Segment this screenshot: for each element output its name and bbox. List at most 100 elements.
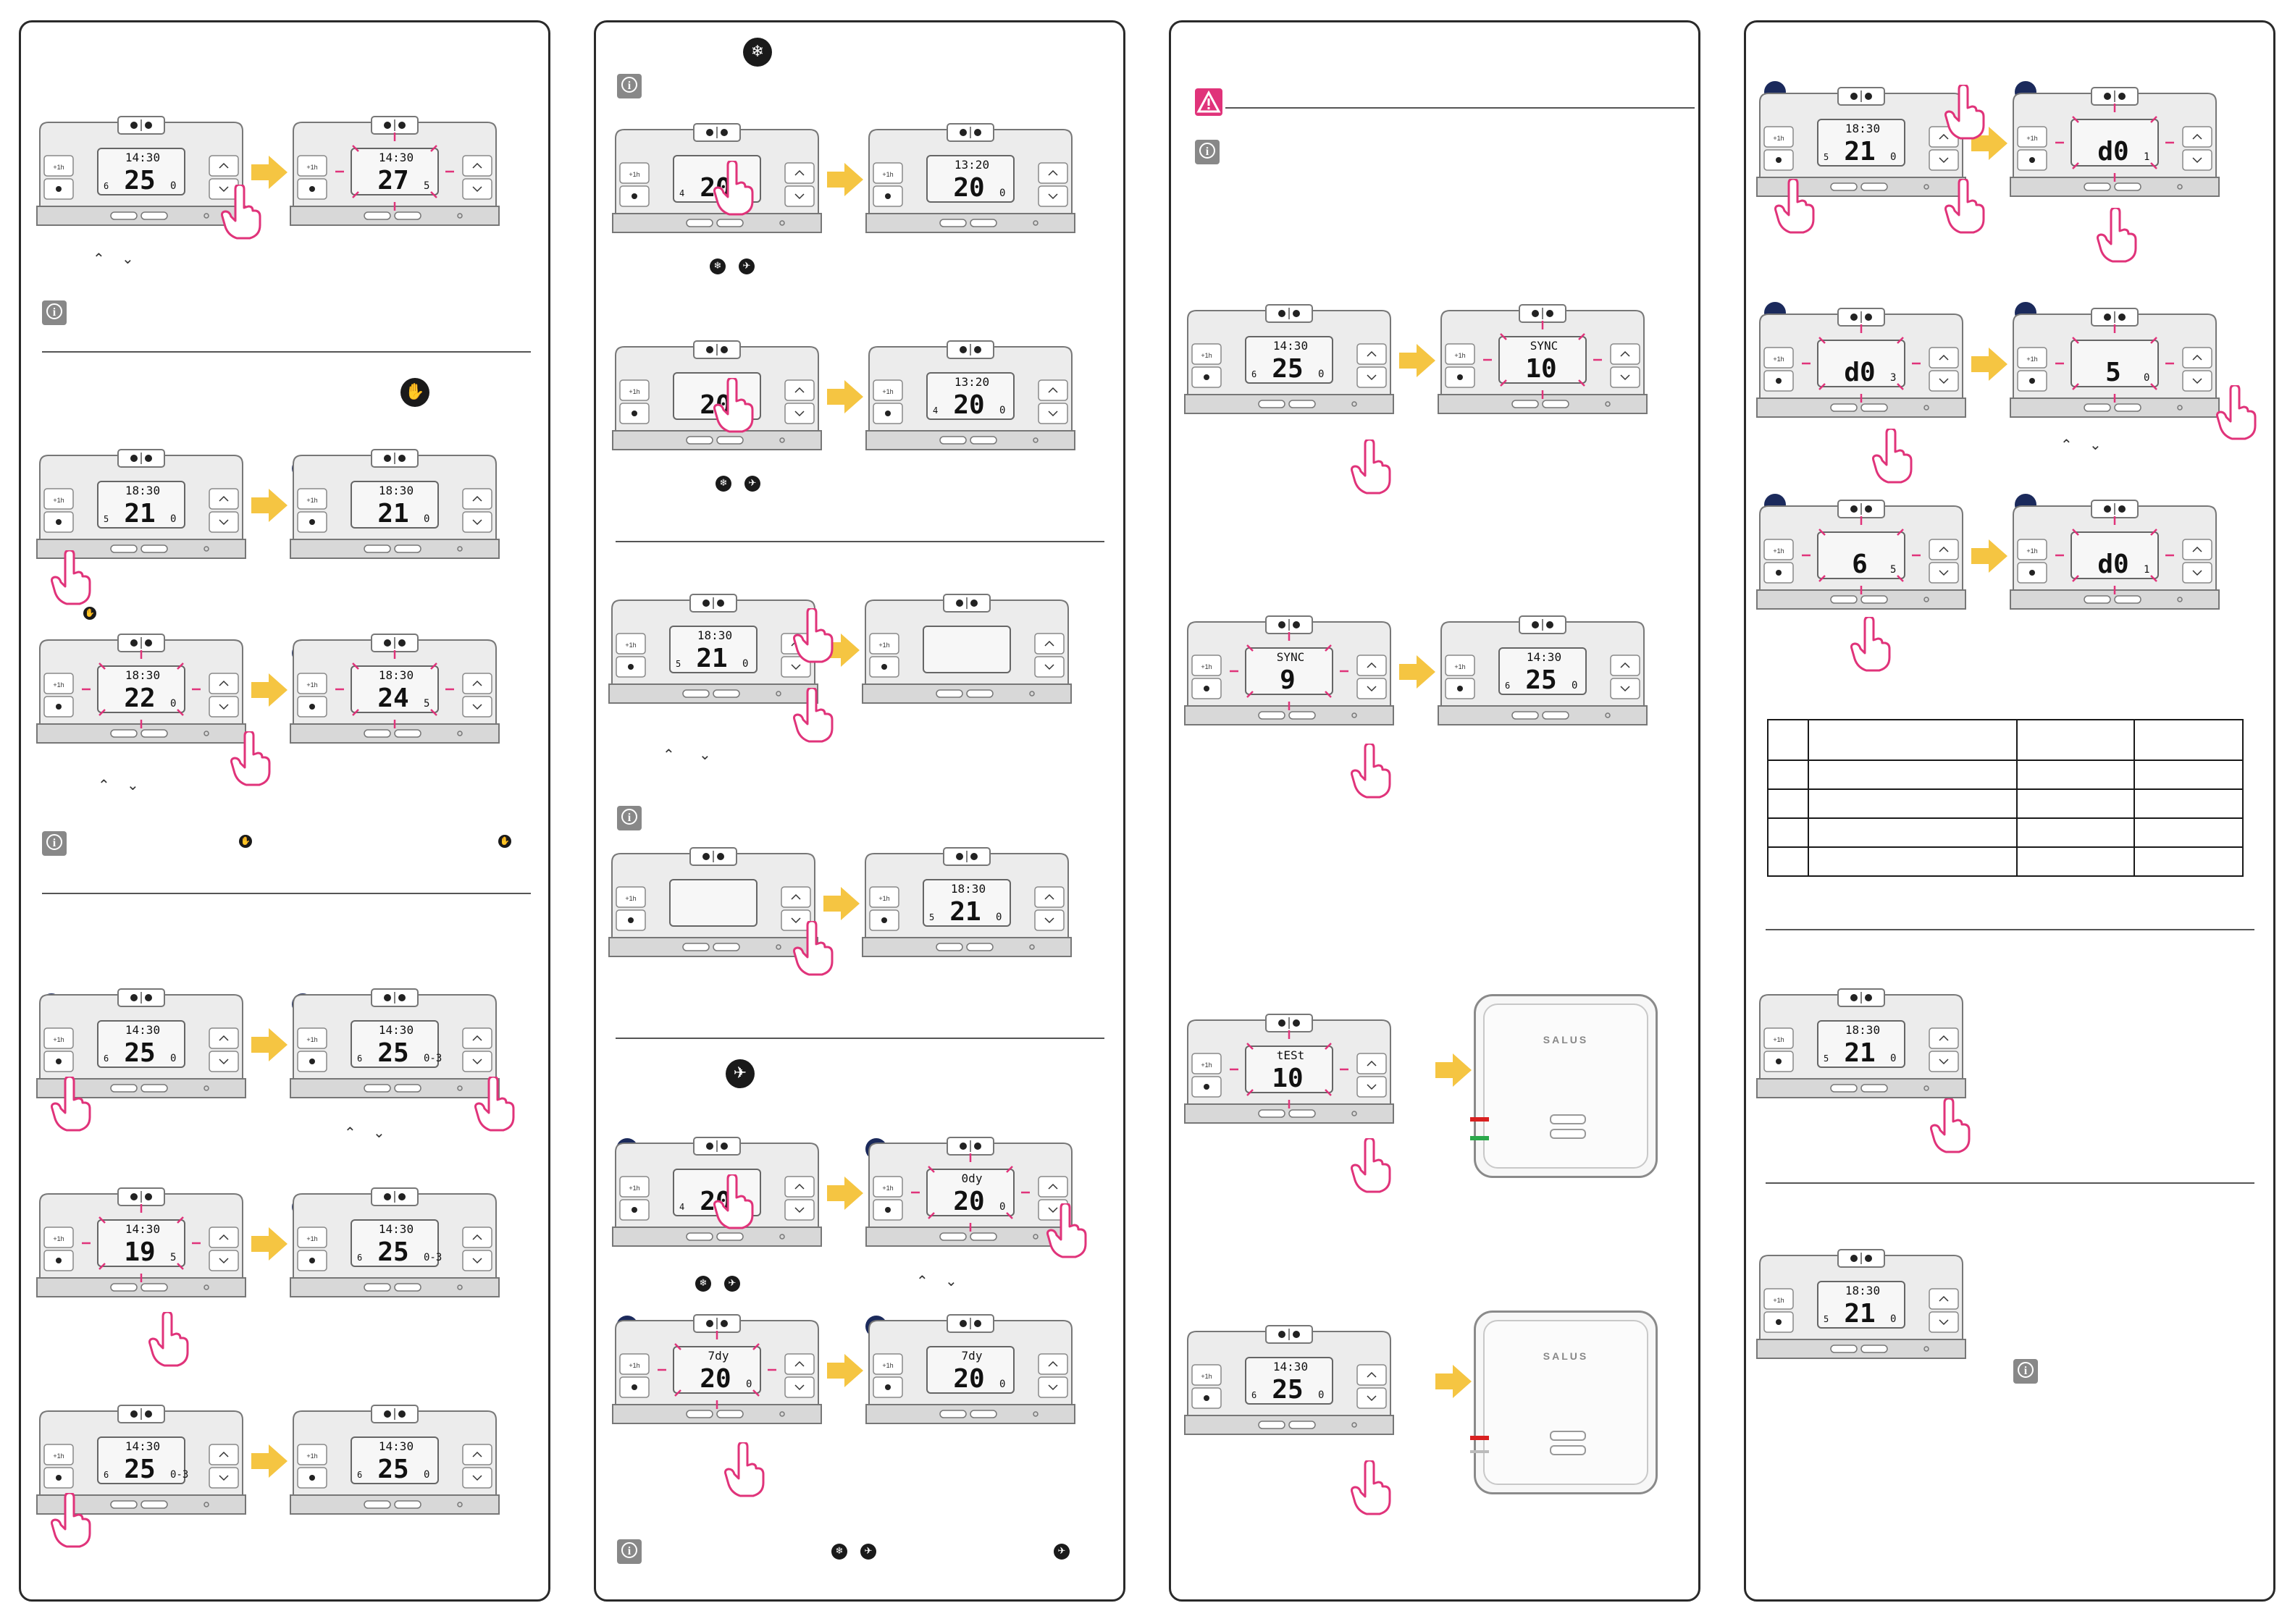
receiver-unit: SALUS [1470, 994, 1658, 1178]
display-temperature: d0 [1844, 358, 1875, 387]
svg-text:+1h: +1h [1773, 547, 1784, 555]
display-decimal: 0 [999, 1379, 1005, 1390]
chevron-up-icon: ⌃ [344, 1124, 356, 1141]
svg-text:+1h: +1h [1201, 663, 1212, 670]
divider [616, 1038, 1104, 1039]
info-icon [617, 806, 642, 830]
svg-text:+1h: +1h [1454, 352, 1465, 359]
svg-text:+1h: +1h [306, 497, 317, 504]
arrow-icon [1435, 1052, 1473, 1092]
pointing-hand-icon [148, 1310, 189, 1371]
display-day: 6 [104, 1053, 109, 1064]
svg-text:+1h: +1h [53, 497, 64, 504]
display-time: 0dy [962, 1171, 983, 1185]
hand-icon: ✋ [400, 378, 429, 407]
svg-text:+1h: +1h [882, 171, 893, 178]
svg-text:+1h: +1h [882, 1185, 893, 1192]
chevron-down-icon: ⌄ [2089, 436, 2102, 453]
display-temperature: 25 [124, 1455, 155, 1484]
pointing-hand-icon [1046, 1202, 1087, 1262]
info-icon [617, 1539, 642, 1564]
display-time: 18:30 [951, 882, 986, 896]
display-time: 18:30 [1845, 1284, 1880, 1297]
svg-text:+1h: +1h [1773, 1297, 1784, 1304]
arrow-icon [1399, 654, 1437, 694]
pointing-hand-icon [793, 607, 834, 667]
pointing-hand-icon [1351, 1137, 1391, 1197]
display-time: 13:20 [954, 158, 989, 172]
display-temperature: 25 [124, 166, 155, 195]
display-decimal: 0 [1890, 1313, 1896, 1325]
divider [616, 541, 1104, 542]
display-temperature: 19 [124, 1237, 155, 1267]
display-temperature: 21 [124, 499, 155, 529]
svg-text:+1h: +1h [2026, 547, 2037, 555]
arrow-icon [251, 154, 289, 194]
divider [1225, 107, 1695, 109]
display-time: 7dy [708, 1349, 729, 1363]
svg-text:+1h: +1h [882, 388, 893, 395]
display-time: 14:30 [125, 1222, 160, 1236]
display-decimal: 0 [742, 658, 748, 670]
display-day: 6 [104, 181, 109, 191]
arrow-icon [827, 1175, 865, 1215]
svg-text:+1h: +1h [53, 1036, 64, 1043]
display-decimal: 0 [999, 405, 1005, 416]
display-time: 14:30 [125, 1439, 160, 1453]
display-temperature: 25 [377, 1237, 408, 1267]
snowflake-icon: ❄ [710, 258, 726, 274]
svg-text:+1h: +1h [1201, 1061, 1212, 1069]
svg-text:+1h: +1h [1773, 135, 1784, 142]
info-icon [1195, 140, 1220, 164]
pointing-hand-icon [1351, 1459, 1391, 1519]
display-day: 6 [1505, 681, 1510, 691]
display-time: 18:30 [697, 628, 732, 642]
arrow-icon [1971, 538, 2009, 578]
arrow-icon [251, 1027, 289, 1066]
display-day: 6 [357, 1253, 362, 1263]
display-decimal: 1 [2144, 151, 2149, 163]
pointing-hand-icon [1930, 1097, 1971, 1157]
chevron-up-icon: ⌃ [93, 250, 105, 267]
warning-icon [1195, 88, 1222, 116]
display-time: 18:30 [379, 484, 414, 497]
arrow-icon [251, 1226, 289, 1266]
pointing-hand-icon [51, 549, 91, 609]
display-time: 18:30 [125, 484, 160, 497]
display-time: 18:30 [125, 668, 160, 682]
svg-text:+1h: +1h [53, 164, 64, 171]
plane-icon: ✈ [724, 1276, 740, 1292]
display-decimal: 0 [424, 1469, 429, 1481]
display-day: 6 [1251, 1390, 1256, 1400]
svg-text:+1h: +1h [878, 641, 889, 649]
display-temperature: 24 [377, 683, 408, 713]
chevron-up-icon: ⌃ [663, 746, 675, 763]
data-table [1767, 719, 2244, 877]
arrow-icon [251, 672, 289, 712]
display-time: 14:30 [379, 1222, 414, 1236]
pointing-hand-icon [1850, 615, 1891, 676]
led-red [1470, 1436, 1489, 1440]
display-decimal: 0 [746, 1379, 752, 1390]
pointing-hand-icon [474, 1075, 515, 1135]
info-icon [42, 831, 67, 856]
led-off [1470, 1450, 1489, 1453]
display-day: 6 [1251, 369, 1256, 379]
display-temperature: 25 [377, 1038, 408, 1068]
display-temperature: 20 [700, 1364, 731, 1394]
display-time: 14:30 [379, 1023, 414, 1037]
display-day: 6 [357, 1470, 362, 1480]
display-time: 18:30 [1845, 1023, 1880, 1037]
chevron-down-icon: ⌄ [127, 776, 139, 794]
svg-text:+1h: +1h [2026, 355, 2037, 363]
display-decimal: 1 [2144, 564, 2149, 576]
